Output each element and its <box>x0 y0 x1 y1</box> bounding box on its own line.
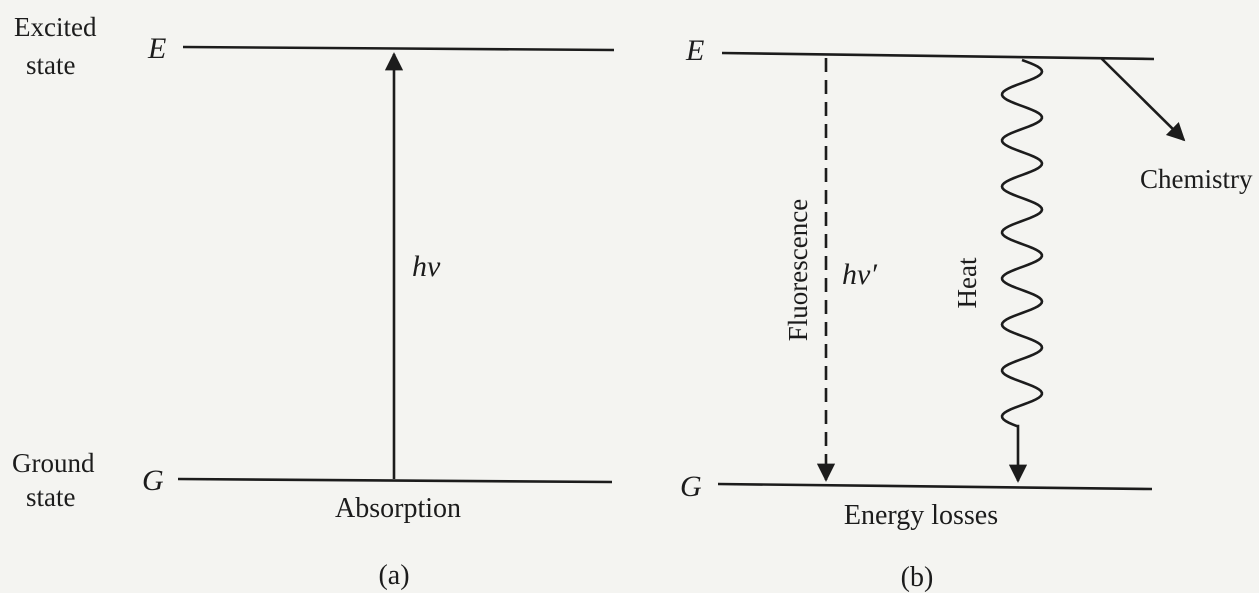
absorption-label: Absorption <box>335 493 461 524</box>
chemistry-label: Chemistry <box>1140 164 1253 194</box>
ground-level-symbol-a: G <box>142 464 164 497</box>
ground-state-label-line1: Ground <box>12 448 95 478</box>
heat-label: Heat <box>952 257 982 308</box>
ground-state-level-line-b <box>717 482 1153 491</box>
absorption-photon-label: hν <box>412 250 441 283</box>
panel-a-caption: (a) <box>378 560 409 591</box>
chemistry-arrow <box>1100 57 1186 142</box>
ground-state-level-line-a <box>177 477 613 484</box>
panel-b-caption: (b) <box>901 562 934 593</box>
excited-state-label-line2: state <box>26 50 75 80</box>
fluorescence-photon-label: hν′ <box>842 258 877 291</box>
excited-level-symbol-b: E <box>685 34 704 67</box>
excited-state-label-line1: Excited <box>14 12 97 42</box>
excited-state-level-line-a <box>182 45 615 52</box>
energy-losses-label: Energy losses <box>844 500 998 531</box>
panel-b: E Fluorescence hν′ Heat Chemistry G Ener… <box>680 34 1253 593</box>
excited-level-symbol-a: E <box>147 32 166 65</box>
panel-a: Excited state E hν Ground state G Absorp… <box>12 12 615 591</box>
ground-level-symbol-b: G <box>680 470 702 503</box>
fluorescence-label: Fluorescence <box>783 199 813 341</box>
heat-wavy-arrow <box>1000 58 1044 483</box>
excited-state-level-line-b <box>721 51 1155 61</box>
ground-state-label-line2: state <box>26 482 75 512</box>
